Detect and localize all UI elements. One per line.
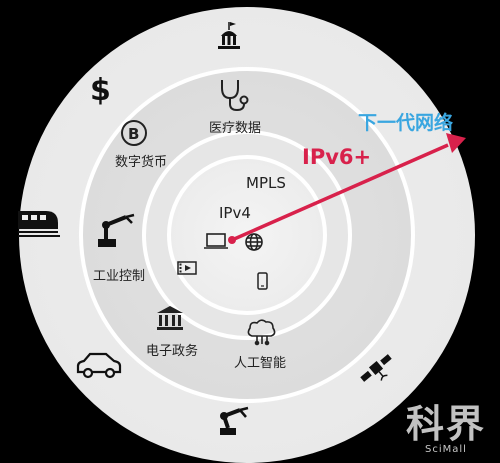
bank-icon xyxy=(157,306,183,330)
satellite-icon xyxy=(360,354,392,382)
dollar-icon: $ xyxy=(90,73,111,108)
ai-brain-icon xyxy=(247,319,276,346)
arrow-head xyxy=(446,133,466,153)
globe-icon xyxy=(245,233,263,251)
train-icon xyxy=(18,211,60,237)
video-icon xyxy=(177,261,197,275)
svg-text:B: B xyxy=(128,125,139,143)
label-next-gen: 下一代网络 xyxy=(358,112,454,134)
label-industrial: 工业控制 xyxy=(93,269,146,284)
car-icon xyxy=(76,352,122,379)
label-ipv6plus: IPv6+ xyxy=(302,145,372,169)
label-e-gov: 电子政务 xyxy=(146,344,199,359)
watermark-en: SciMall xyxy=(425,444,467,455)
robot-arm-icon xyxy=(98,213,135,247)
label-mpls: MPLS xyxy=(246,174,286,192)
bitcoin-icon: B xyxy=(121,120,147,146)
robot-arm-bottom-icon xyxy=(220,406,249,435)
arrow-origin xyxy=(228,236,236,244)
label-ai: 人工智能 xyxy=(234,356,287,371)
label-medical: 医疗数据 xyxy=(209,121,262,136)
monument-icon xyxy=(218,22,240,49)
arrow-line xyxy=(231,143,449,242)
laptop-icon xyxy=(204,233,228,249)
stethoscope-icon xyxy=(221,80,249,112)
watermark: 科界 SciMall xyxy=(405,401,486,456)
label-digital-currency: 数字货币 xyxy=(115,155,168,170)
watermark-cn: 科界 xyxy=(405,401,486,446)
phone-icon xyxy=(257,272,268,290)
label-ipv4: IPv4 xyxy=(219,204,251,222)
